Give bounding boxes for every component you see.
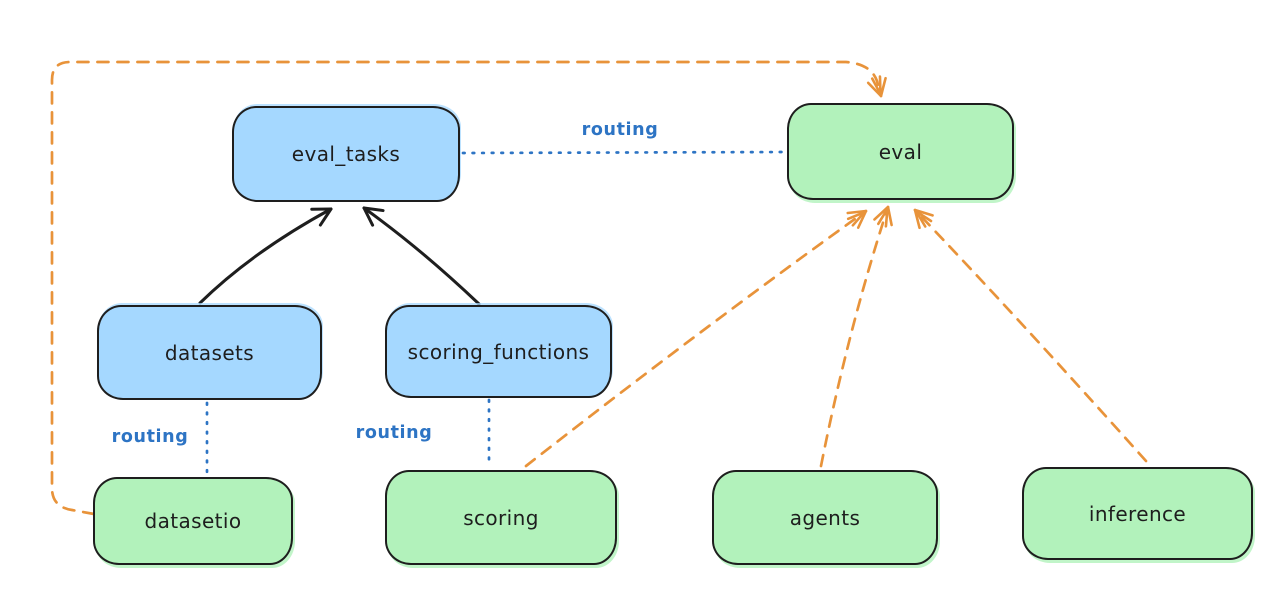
node-eval_tasks-label: eval_tasks (291, 142, 401, 166)
edge-inference-to-eval (913, 208, 1148, 463)
node-scoring: scoring (385, 470, 617, 565)
node-inference: inference (1022, 467, 1253, 560)
node-eval: eval (787, 103, 1014, 200)
routing-label-datasets-datasetio: routing (108, 427, 192, 447)
node-datasetio: datasetio (93, 477, 293, 565)
node-agents-label: agents (789, 505, 861, 530)
routing-label-scoring_functions-scoring: routing (352, 423, 436, 443)
node-scoring_functions: scoring_functions (385, 305, 612, 398)
node-scoring-label: scoring (463, 505, 539, 530)
node-datasets-label: datasets (164, 340, 255, 365)
routing-label-eval_tasks-eval: routing (578, 120, 662, 140)
node-datasets: datasets (97, 305, 322, 400)
node-eval-label: eval (878, 139, 923, 164)
node-scoring_functions-label: scoring_functions (407, 339, 590, 364)
edge-agents-to-eval (819, 205, 893, 468)
node-agents: agents (712, 470, 938, 565)
node-datasetio-label: datasetio (144, 509, 242, 533)
edge-scoring_functions-to-eval_tasks (362, 206, 481, 306)
edge-datasets-to-eval_tasks (198, 207, 333, 305)
node-eval_tasks: eval_tasks (232, 106, 460, 202)
edge-eval_tasks-to-eval-routing (461, 150, 786, 155)
node-inference-label: inference (1088, 501, 1187, 526)
